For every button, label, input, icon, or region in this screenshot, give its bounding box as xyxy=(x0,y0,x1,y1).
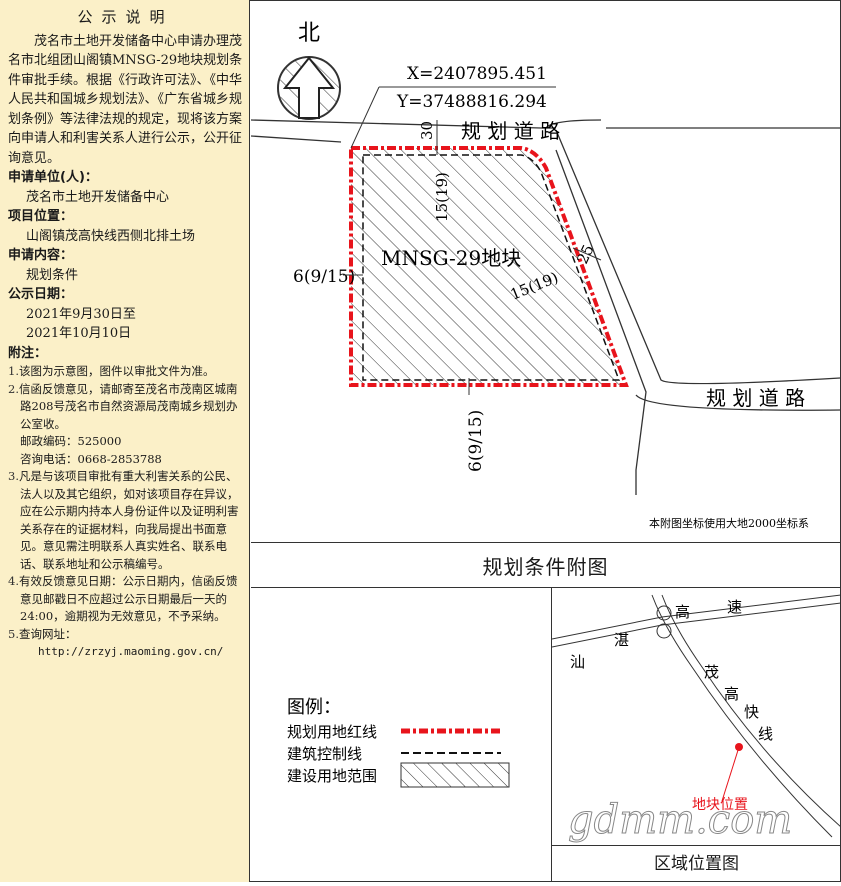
inset-caption: 区域位置图 xyxy=(654,854,739,874)
query-url[interactable]: http://zrzyj.maoming.gov.cn/ xyxy=(38,645,224,658)
note-phone: 咨询电话：0668-2853788 xyxy=(20,451,162,466)
site-label: 地块位置 xyxy=(692,797,748,813)
note-postcode: 邮政编码：525000 xyxy=(20,434,122,448)
notes-label: 附注： xyxy=(8,345,48,361)
north-label: 北 xyxy=(298,21,320,46)
road-top-label: 规 划 道 路 xyxy=(461,119,560,143)
site-plan: 北 X=2407895.451 Y=37488816.294 规 划 道 路 规… xyxy=(250,0,841,542)
content-value: 规划条件 xyxy=(26,267,79,283)
road-lines xyxy=(250,119,841,495)
inset-highway-char: 汕 xyxy=(570,653,585,671)
inset-expressway-a xyxy=(651,594,833,838)
inset-interchange-2 xyxy=(656,623,672,639)
location-value: 山阁镇茂高快线西侧北排土场 xyxy=(26,228,196,244)
legend-range-swatch xyxy=(400,762,510,788)
notice-body: 茂名市土地开发储备中心申请办理茂名市北组团山阁镇MNSG-29地块规划条件审批手… xyxy=(8,33,243,166)
road-right-label: 规 划 道 路 xyxy=(706,386,805,410)
legend-svg: 图例： 规划用地红线 建筑控制线 建设用地范围 xyxy=(287,697,510,788)
road-right-east-edge xyxy=(555,129,841,385)
applicant-label: 申请单位(人)： xyxy=(8,170,98,185)
inset-roads xyxy=(551,594,841,838)
road-top-north-edge xyxy=(250,119,556,129)
north-arrow: 北 xyxy=(277,21,341,120)
inset-expressway-char: 快 xyxy=(744,703,759,721)
figure-caption: 规划条件附图 xyxy=(482,555,609,579)
note-item: 5.查询网址： xyxy=(8,626,77,641)
inset-highway-char: 高 xyxy=(675,603,690,621)
inset-labels: 高 速 汕 湛 茂 高 快 线 xyxy=(570,598,773,743)
site-plan-svg: 北 X=2407895.451 Y=37488816.294 规 划 道 路 规… xyxy=(250,21,841,530)
location-label: 项目位置： xyxy=(8,209,74,224)
dim-30: 30 xyxy=(418,121,436,140)
date-end: 2021年10月10日 xyxy=(26,326,132,341)
legend: 图例： 规划用地红线 建筑控制线 建设用地范围 xyxy=(251,587,551,882)
dim-6-bottom: 6(9/15) xyxy=(466,410,486,472)
inset-expressway-char: 线 xyxy=(758,725,773,743)
road-top-south-edge xyxy=(250,135,342,143)
construction-area xyxy=(351,148,626,385)
inset-expressway-b xyxy=(661,594,841,828)
inset-highway-b xyxy=(551,602,841,648)
date-start: 2021年9月30日至 xyxy=(26,306,136,322)
notice-panel: 公示说明 茂名市土地开发储备中心申请办理茂名市北组团山阁镇MNSG-29地块规划… xyxy=(0,0,250,882)
inset-expressway-char: 茂 xyxy=(704,663,719,681)
dim-15-19-top: 15(19) xyxy=(433,172,451,222)
applicant-value: 茂名市土地开发储备中心 xyxy=(26,189,170,205)
dim-6-left: 6(9/15) xyxy=(293,267,355,287)
inset-svg: 高 速 汕 湛 茂 高 快 线 地块位置 gdmm.com xyxy=(551,594,841,844)
inset-expressway-char: 高 xyxy=(724,685,739,703)
legend-control-line-label: 建筑控制线 xyxy=(287,745,362,763)
watermark: gdmm.com xyxy=(568,797,792,843)
legend-red-line-label: 规划用地红线 xyxy=(287,723,377,741)
regional-inset: 高 速 汕 湛 茂 高 快 线 地块位置 gdmm.com 区域位置图 xyxy=(551,587,841,882)
inset-highway-char: 湛 xyxy=(614,631,629,649)
road-junction-curve xyxy=(545,119,602,129)
building-control-line xyxy=(362,154,621,381)
note-item: 4.有效反馈意见日期：公示日期内，信函反馈意见邮戳日不应超过公示日期最后一天的2… xyxy=(8,574,238,623)
site-leader xyxy=(721,746,740,802)
coord-y: Y=37488816.294 xyxy=(396,92,547,112)
coord-system-note: 本附图坐标使用大地2000坐标系 xyxy=(649,516,809,530)
legend-range-label: 建设用地范围 xyxy=(287,767,377,785)
caption-row: 规划条件附图 xyxy=(251,542,840,588)
date-label: 公示日期： xyxy=(8,287,74,302)
coord-leader: X=2407895.451 Y=37488816.294 xyxy=(350,64,556,149)
inset-highway-a xyxy=(551,594,841,640)
inset-highway-char: 速 xyxy=(727,598,742,616)
notes-list: 1.该图为示意图，图件以审批文件为准。 2.信函反馈意见，请邮寄至茂名市茂南区城… xyxy=(8,363,243,661)
note-item: 3.凡是与该项目审批有重大利害关系的公民、法人以及其它组织，如对该项目存在异议，… xyxy=(8,469,239,571)
inset-divider xyxy=(552,845,841,846)
legend-title: 图例： xyxy=(287,697,341,718)
note-item: 2.信函反馈意见，请邮寄至茂名市茂南区城南路208号茂名市自然资源局茂南城乡规划… xyxy=(8,381,238,431)
parcel-label: MNSG-29地块 xyxy=(381,246,521,270)
notice-title: 公示说明 xyxy=(77,8,174,26)
note-item: 1.该图为示意图，图件以审批文件为准。 xyxy=(8,364,215,378)
road-right-west-edge xyxy=(555,149,647,495)
inset-interchange xyxy=(656,605,672,621)
content-label: 申请内容： xyxy=(8,248,74,263)
coord-x: X=2407895.451 xyxy=(407,64,547,84)
road-south-edge xyxy=(635,394,841,411)
